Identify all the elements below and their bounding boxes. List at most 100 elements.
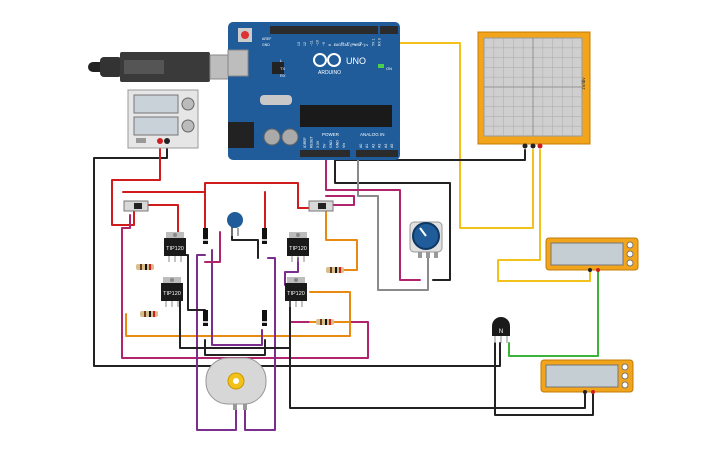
- digital-pin-label-4: ~9: [322, 42, 326, 46]
- power-pin-label-5: GND: [336, 140, 340, 148]
- q1-label: TIP120: [166, 246, 184, 252]
- dc-motor[interactable]: [205, 357, 267, 410]
- pin-tx-label: TX: [280, 66, 285, 71]
- wire-black-bridge[interactable]: [204, 339, 266, 356]
- digital-pin-label-6: 7: [334, 44, 338, 46]
- scope-scale-label: 1V/div: [581, 77, 586, 90]
- power-supply[interactable]: [127, 89, 199, 149]
- wire-black-pot[interactable]: [334, 159, 451, 281]
- wire-purple-bridge-left[interactable]: [196, 254, 206, 369]
- power-pin-label-6: Vin: [342, 143, 346, 148]
- potentiometer[interactable]: [409, 221, 443, 258]
- diode-bottom-left[interactable]: [203, 310, 208, 326]
- resistor-r1[interactable]: [136, 264, 154, 270]
- wire-red-q1[interactable]: [144, 204, 179, 233]
- ceramic-capacitor[interactable]: [227, 212, 243, 236]
- arduino-logo-icon: [313, 53, 341, 67]
- wire-black-q2[interactable]: [171, 291, 291, 349]
- power-pin-label-2: 3.3V: [316, 140, 320, 148]
- power-pin-label-4: GND: [329, 140, 333, 148]
- wire-orange-right[interactable]: [325, 209, 358, 271]
- transistor-q1[interactable]: TIP120: [164, 232, 186, 262]
- q3-label: TIP120: [289, 246, 307, 252]
- analog-header[interactable]: [356, 150, 398, 157]
- analog-pin-label-5: A5: [390, 144, 394, 148]
- diode-bottom-right[interactable]: [262, 310, 267, 326]
- analog-pin-label-1: A1: [365, 144, 369, 148]
- digital-pin-label-8: ~5: [347, 42, 351, 46]
- wire-magenta-q3[interactable]: [204, 231, 221, 263]
- arduino-uno[interactable]: UNO ARDUINO DIGITAL (PWM~) POWER ANALOG …: [227, 22, 400, 160]
- analog-label: ANALOG IN: [360, 132, 385, 137]
- pin-l-label: L: [280, 58, 283, 63]
- analog-pin-label-0: A0: [359, 144, 363, 148]
- npn-sensor[interactable]: N: [492, 317, 510, 343]
- digital-pin-label-10: ~3: [359, 42, 363, 46]
- digital-pin-label-3: ~10: [316, 40, 320, 46]
- transistor-q4[interactable]: TIP120: [285, 277, 307, 307]
- wire-black-pot2[interactable]: [231, 227, 259, 259]
- wire-magenta-pot[interactable]: [325, 151, 421, 281]
- slide-switch-right[interactable]: [308, 200, 334, 212]
- digital-pin-label-13: RX 0: [378, 38, 382, 46]
- wire-black-gnd-left[interactable]: [93, 139, 501, 367]
- wire-black-sensor[interactable]: [494, 342, 594, 416]
- slide-switch-left[interactable]: [123, 200, 149, 212]
- wire-orange-low[interactable]: [125, 291, 351, 337]
- voltage-knob-icon[interactable]: [181, 97, 195, 111]
- q2-label: TIP120: [163, 291, 181, 297]
- pin-rx-label: RX: [280, 73, 286, 78]
- wire-purple-center[interactable]: [211, 249, 263, 346]
- pin-on-label: ON: [386, 66, 392, 71]
- reset-button[interactable]: [241, 31, 249, 39]
- resistor-r3[interactable]: [140, 311, 158, 317]
- power-pin-label-3: 5V: [323, 143, 327, 148]
- wire-red-supply[interactable]: [111, 139, 161, 226]
- usb-cable: [88, 52, 237, 82]
- wire-black-q1[interactable]: [180, 254, 206, 311]
- current-knob-icon[interactable]: [181, 119, 195, 133]
- wire-yellow-meter[interactable]: [497, 149, 591, 282]
- wire-magenta-left[interactable]: [121, 214, 369, 359]
- digital-label: DIGITAL (PWM~): [334, 42, 366, 47]
- wire-black-lower-meter[interactable]: [289, 339, 586, 409]
- wire-green-meter[interactable]: [508, 269, 599, 357]
- analog-pin-label-2: A2: [371, 144, 375, 148]
- transistor-q3[interactable]: TIP120: [287, 232, 309, 262]
- digital-pin-label-2: ~11: [309, 40, 313, 46]
- wire-gray-pot[interactable]: [357, 151, 429, 291]
- digital-pin-label-11: 2: [365, 44, 369, 46]
- q4-label: TIP120: [287, 291, 305, 297]
- digital-pin-label-5: 8: [328, 44, 332, 46]
- arduino-brand: ARDUINO: [318, 70, 341, 76]
- wire-red-top-right[interactable]: [204, 182, 299, 209]
- power-pin-label-1: RESET: [310, 135, 314, 148]
- analog-pin-label-3: A3: [378, 144, 382, 148]
- transistor-q2[interactable]: TIP120: [161, 277, 183, 307]
- digital-pin-label-12: TX 1: [371, 39, 375, 46]
- digital-pin-label-9: 4: [353, 44, 357, 46]
- power-header[interactable]: [300, 150, 350, 157]
- digital-pin-label-7: ~6: [340, 42, 344, 46]
- atmega-chip: [300, 105, 392, 127]
- diode-top-left[interactable]: [203, 228, 208, 244]
- multimeter-upper[interactable]: [545, 237, 639, 272]
- power-pin-label-0: IOREF: [303, 137, 307, 148]
- digital-pin-label-1: 12: [303, 42, 307, 46]
- wire-purple-motor-right[interactable]: [244, 257, 276, 431]
- digital-pin-label-0: 13: [297, 42, 301, 46]
- oscilloscope[interactable]: 1V/div: [477, 31, 591, 149]
- resistor-r2[interactable]: [326, 267, 344, 273]
- digital-header[interactable]: [270, 26, 378, 34]
- wire-magenta-right[interactable]: [320, 195, 355, 206]
- diode-top-right[interactable]: [262, 228, 267, 244]
- wire-purple-q4[interactable]: [284, 257, 299, 286]
- multimeter-lower[interactable]: [540, 359, 634, 394]
- analog-pin-label-4: A4: [384, 144, 388, 148]
- arduino-model: UNO: [346, 56, 366, 66]
- resistor-r4[interactable]: [316, 319, 334, 325]
- pin-gnd-label: GND: [262, 43, 270, 47]
- knob-indicator-icon: [419, 227, 427, 237]
- wire-purple-motor-left[interactable]: [196, 367, 237, 431]
